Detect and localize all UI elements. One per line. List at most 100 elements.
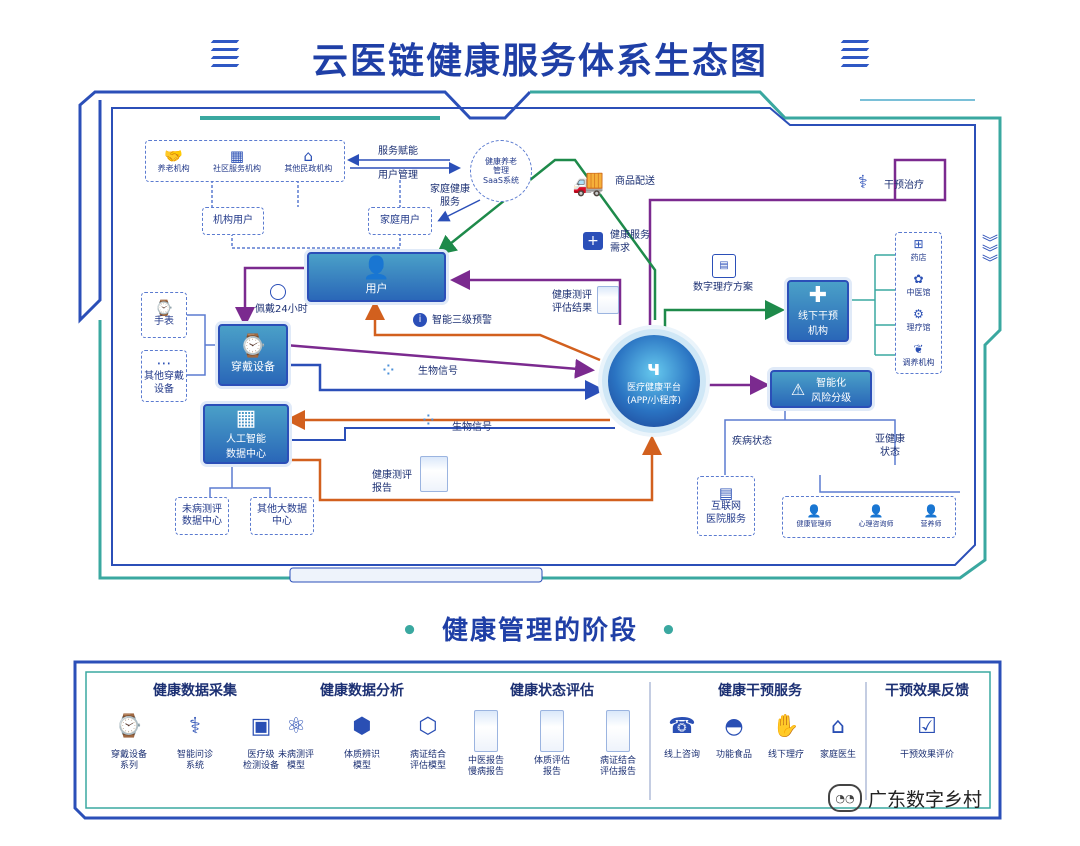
stage-item-label: 干预效果评价 [899,750,954,760]
edge-label-intervention-treatment: 干预治疗 [884,180,924,191]
title-deco-right-4 [840,64,870,67]
edge-label-bio-signal-1: 生物信号 [418,366,458,377]
stage-item-label: 智能问诊系统 [177,750,213,773]
stage-items: ⚛未病测评模型 ⬢体质辨识模型 ⬡病证结合评估模型 [262,716,462,773]
signal-dots-icon: ⁘ [420,408,437,432]
stage-items: ⌚穿戴设备系列 ⚕智能问诊系统 ▣医疗级检测设备 [95,716,295,773]
online-consult-icon: ☎ [668,714,696,739]
clock-icon [270,284,286,300]
institution-label: 其他民政机构 [284,163,333,173]
stage-item-label: 病证结合评估报告 [600,756,636,779]
section-title-text: 健康管理的阶段 [441,616,638,646]
report-icon [420,456,448,492]
person-icon: 👤 [806,504,822,519]
offline-list-label: 理疗馆 [906,322,931,332]
chronic-center-line: 未病测评 [182,503,222,515]
offline-list: ⊞药店 ✿中医馆 ⚙理疗馆 ❦调养机构 [895,232,942,374]
stage-item-label: 体质辨识模型 [344,750,380,773]
signal-dots-icon: ⁘ [380,358,397,382]
institution-group: 🤝 养老机构 ▦ 社区服务机构 ⌂ 其他民政机构 [145,140,345,182]
therapy-icon: ✋ [772,714,800,739]
report-icon [540,710,564,752]
stage-item-line: 智能问诊 [176,750,213,760]
offline-list-item: ❦调养机构 [903,343,935,368]
stage-item: ⌚穿戴设备系列 [101,716,157,773]
stage-item-label: 中医报告慢病报告 [468,756,504,779]
stage-item-line: 检测设备 [242,761,279,772]
stage-item: 病证结合评估报告 [590,710,646,779]
user-node: 👤 用户 [307,252,446,302]
section-title: • 健康管理的阶段 • [0,610,1080,647]
offline-list-item: ⊞药店 [911,238,927,263]
house-icon: ⌂ [303,146,314,165]
institution-label: 社区服务机构 [212,163,261,173]
edge-label-line: 健康服务 [610,230,650,241]
offline-intervention-node: ✚ 线下干预 机构 [787,280,849,342]
other-bigdata-node: 其他大数据 中心 [250,497,314,535]
edge-label-line: 健康测评 [372,470,412,481]
offline-list-item: ⚙理疗馆 [907,308,931,333]
report-icon [606,710,630,752]
subhealth-item: 👤心理咨询师 [859,505,894,528]
medical-device-icon: ▣ [250,714,272,739]
watermark-text: 广东数字乡村 [868,788,983,811]
edge-label-subhealth-state: 亚健康 状态 [875,434,905,459]
stage-item-line: 系统 [185,761,204,772]
watch-icon: ⌚ [115,714,143,739]
other-wearable-line: 设备 [154,383,174,395]
edge-label-health-service-demand: 健康服务 需求 [610,230,650,255]
platform-hub: ч 医疗健康平台 (APP/小程序) [608,335,700,427]
offline-list-label: 中医馆 [906,287,931,297]
frame-grills [289,567,543,583]
saas-line: 管理 [493,166,509,176]
stage-status-assessment: 健康状态评估 中医报告慢病报告 体质评估报告 病证结合评估报告 [452,680,652,779]
watermark: ◔◔ 广东数字乡村 [828,784,982,812]
subhealth-item: 👤健康管理师 [797,505,832,528]
user-node-label: 用户 [365,282,388,295]
document-icon: ▤ [718,484,734,502]
edge-label-user-manage: 用户管理 [378,170,418,181]
building-icon: ▦ [235,406,257,431]
stage-item-line: 未病测评 [277,750,314,760]
subhealth-label: 心理咨询师 [858,519,894,528]
other-wearable-line: 其他穿戴 [144,371,184,382]
stethoscope-icon: ⚕ [189,714,201,739]
stage-item-line: 穿戴设备 [110,750,147,760]
edge-label-goods-delivery: 商品配送 [615,176,655,187]
other-wearable-node: ⋯ 其他穿戴 设备 [141,350,187,402]
ellipsis-icon: ⋯ [156,354,172,372]
offline-list-label: 调养机构 [902,357,935,367]
edge-label-line: 亚健康 [875,434,905,445]
subhealth-list: 👤健康管理师 👤心理咨询师 👤营养师 [782,496,956,538]
atom-icon: ⚛ [286,714,306,739]
edge-label-line: 状态 [880,446,900,458]
stage-item-line: 病证结合 [409,750,446,760]
edge-label-family-health-service: 家庭健康 服务 [430,184,470,209]
risk-grading-line: 智能化 [816,378,847,389]
info-icon: i [413,313,427,327]
stage-item-line: 模型 [286,761,305,772]
stage-item: ▣医疗级检测设备 [233,716,289,773]
edge-label-health-report: 健康测评 报告 [372,470,412,495]
stage-item-line: 评估报告 [599,767,636,778]
stage-item-label: 体质评估报告 [534,756,570,779]
network-cube-icon: ⬡ [418,714,438,739]
saas-node: 健康养老 管理 SaaS系统 [470,140,532,202]
stage-item: ⚛ 未病测评模型 [268,716,324,773]
stage-item-label: 家庭医生 [819,750,856,760]
edge-label-line: 评估结果 [552,302,592,314]
title-deco-right [840,40,870,43]
page-title: 云医链健康服务体系生态图 [311,41,768,82]
calendar-icon: ▤ [712,254,736,278]
edge-label-line: 报告 [372,482,392,494]
stage-items: ☑干预效果评价 [868,716,986,761]
herbal-icon: ✿ [913,272,924,287]
other-bigdata-line: 其他大数据 [257,503,307,515]
offline-list-label: 药店 [910,252,927,262]
stage-item: ⌂家庭医生 [812,716,864,761]
wearable-node-label: 穿戴设备 [231,360,275,373]
stage-frame [73,660,1002,820]
institution-user-node: 机构用户 [202,207,264,235]
edge-label-bio-signal-2: 生物信号 [452,422,492,433]
family-user-node: 家庭用户 [368,207,432,235]
